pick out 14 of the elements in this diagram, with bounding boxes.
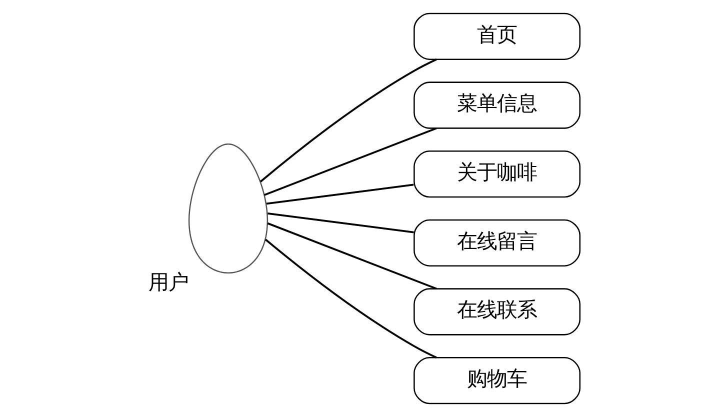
node-box: 购物车 bbox=[413, 357, 580, 404]
connector bbox=[266, 184, 414, 205]
connector bbox=[259, 58, 436, 182]
node-box: 在线留言 bbox=[413, 219, 580, 266]
connector bbox=[264, 238, 436, 358]
connector bbox=[263, 127, 436, 196]
node-label: 用户 bbox=[148, 270, 188, 294]
node-box: 在线联系 bbox=[413, 288, 580, 336]
node-box: 菜单信息 bbox=[413, 82, 580, 129]
node-box: 关于咖啡 bbox=[413, 150, 580, 198]
node-box: 首页 bbox=[413, 12, 580, 60]
connector bbox=[266, 222, 436, 290]
node-person bbox=[188, 144, 268, 274]
connector bbox=[267, 212, 414, 234]
